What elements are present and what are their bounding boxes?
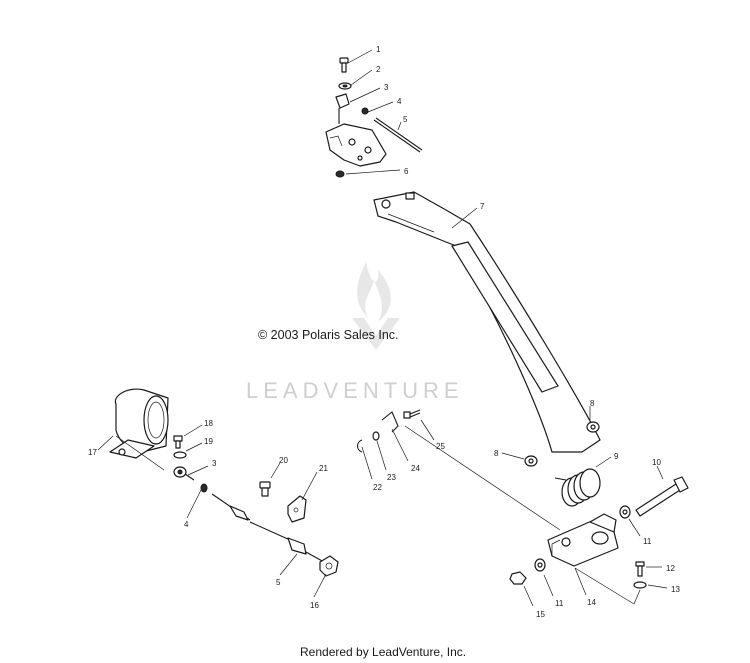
clamp-17 — [109, 388, 169, 471]
nut-15 — [509, 571, 527, 585]
callout-c3a: 3 — [384, 83, 389, 92]
leader-line-c3a — [349, 87, 381, 103]
callout-c5a: 5 — [403, 115, 408, 124]
washer-19 — [173, 451, 187, 459]
callout-c9: 9 — [614, 452, 619, 461]
leader-line-c24 — [391, 428, 409, 462]
nut-6 — [335, 170, 345, 178]
leader-line-c13 — [647, 584, 668, 589]
callout-c12: 12 — [666, 564, 675, 573]
washer-13 — [633, 581, 647, 589]
leader-line-c2 — [350, 69, 373, 86]
pin-24 — [381, 411, 399, 433]
washer-2 — [338, 82, 352, 90]
callout-c11a: 11 — [643, 537, 652, 546]
leader-line-c9 — [595, 456, 612, 468]
leader-line-c23 — [376, 440, 387, 471]
leader-line-c21 — [301, 471, 318, 501]
leader-line-c14 — [574, 567, 587, 596]
leader-line-c17 — [97, 435, 114, 451]
leader-line-c10 — [656, 465, 664, 480]
leader-line-c7 — [451, 207, 478, 229]
callout-c20: 20 — [279, 456, 288, 465]
washer-11-right — [619, 505, 631, 519]
cable-5-top — [373, 117, 423, 153]
callout-c17: 17 — [88, 448, 97, 457]
leader-line-c8b — [501, 452, 525, 460]
callout-c2: 2 — [376, 65, 381, 74]
arm-7 — [373, 191, 601, 453]
clip-22 — [356, 439, 363, 453]
callout-c4b: 4 — [184, 520, 189, 529]
callout-c15: 15 — [536, 610, 545, 619]
rod-end-3-left — [173, 466, 195, 481]
callout-c7: 7 — [480, 202, 485, 211]
pin-25 — [403, 409, 421, 419]
leader-line-c22 — [361, 446, 373, 480]
cable-5-lower — [211, 493, 325, 563]
callout-c24: 24 — [411, 464, 420, 473]
callout-c8b: 8 — [494, 449, 499, 458]
nut-4-top — [361, 107, 369, 115]
leadventure-logo-icon — [352, 262, 400, 350]
bolt-1 — [339, 57, 349, 73]
watermark: LEADVENTURE — [246, 378, 464, 403]
leader-line-c1 — [347, 49, 373, 64]
bolt-20 — [259, 481, 271, 497]
callout-c19: 19 — [204, 437, 213, 446]
callout-c4a: 4 — [397, 97, 402, 106]
nut-4-left — [200, 483, 208, 493]
nut-16 — [319, 555, 339, 577]
bracket-21 — [287, 495, 307, 523]
leader-line-c18 — [183, 424, 203, 437]
spring-9 — [554, 468, 601, 507]
callout-c1: 1 — [376, 45, 381, 54]
leader-line-c4a — [367, 101, 394, 113]
callout-c6: 6 — [404, 167, 409, 176]
washer-23 — [372, 431, 380, 441]
washer-11-lower — [534, 558, 546, 572]
bushing-8-lower — [524, 455, 538, 467]
leader-line-c4b — [186, 489, 202, 519]
leader-line-c3b — [187, 465, 209, 476]
callout-c10: 10 — [652, 458, 661, 467]
copyright-notice: © 2003 Polaris Sales Inc. — [258, 328, 399, 342]
callout-c8a: 8 — [590, 399, 595, 408]
rod-end-3-top — [335, 93, 350, 124]
callout-c25: 25 — [436, 442, 445, 451]
bolt-18 — [173, 435, 183, 449]
leader-line-c5b — [279, 553, 298, 576]
leader-line-c11a — [628, 518, 641, 537]
callout-c22: 22 — [373, 483, 382, 492]
callout-c5b: 5 — [276, 578, 281, 587]
callout-c3b: 3 — [212, 459, 217, 468]
callout-c14: 14 — [587, 598, 596, 607]
callout-c23: 23 — [387, 473, 396, 482]
callout-c16: 16 — [310, 601, 319, 610]
callout-c21: 21 — [319, 464, 328, 473]
bolt-10 — [635, 476, 689, 517]
leader-line-c11b — [543, 574, 554, 597]
bushing-8-upper — [586, 421, 600, 433]
leader-line-c20 — [270, 462, 281, 479]
callout-c13: 13 — [671, 585, 680, 594]
leader-line-c16 — [313, 573, 327, 598]
callout-c18: 18 — [204, 419, 213, 428]
leader-line-c6 — [345, 169, 401, 175]
leader-line-c25 — [420, 419, 435, 441]
leader-line-c15 — [523, 585, 534, 607]
bolt-12 — [635, 561, 645, 577]
leader-line-c19 — [185, 442, 203, 452]
mount-block-14 — [547, 513, 619, 567]
leader-line-c5a — [397, 121, 402, 131]
mounting-bracket — [325, 123, 387, 167]
callout-c11b: 11 — [555, 599, 564, 608]
footer-credit: Rendered by LeadVenture, Inc. — [300, 645, 467, 659]
